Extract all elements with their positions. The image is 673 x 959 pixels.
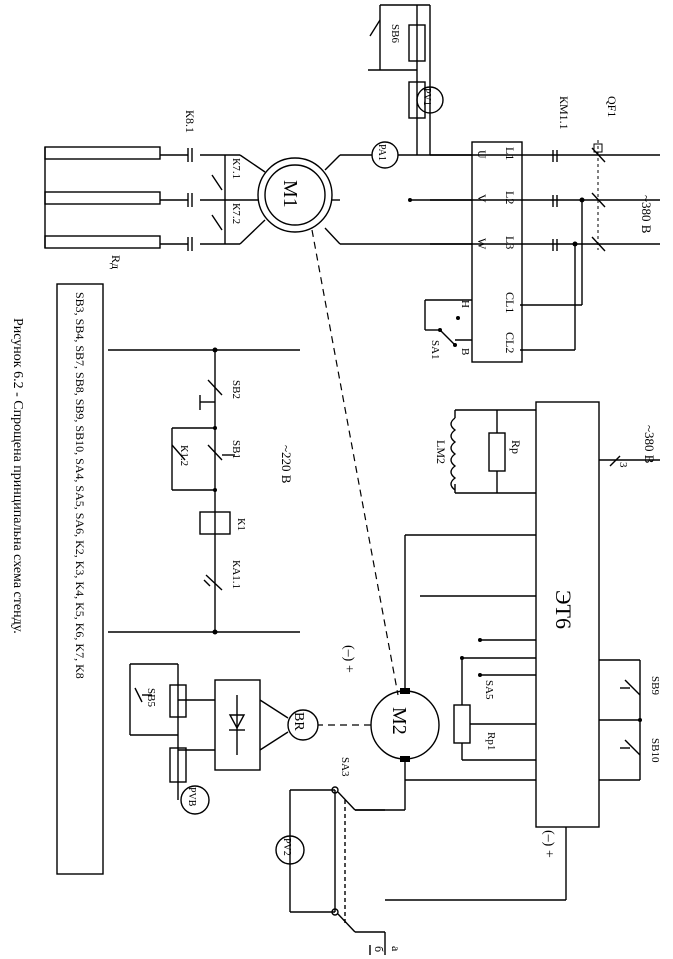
rd-resistor-1	[44, 146, 161, 160]
phase-count: 3	[617, 462, 629, 468]
ka11-label: КА1.1	[230, 560, 242, 589]
out-b-label: б	[372, 946, 386, 952]
term-w: W	[475, 238, 489, 250]
sa1-label: SA1	[429, 340, 441, 360]
pa1-label: PA1	[376, 144, 387, 161]
converter-block	[471, 141, 523, 363]
tachogen-label: BR	[291, 712, 306, 731]
figure-caption: Рисунок 6.2 - Спрощена принципальна схем…	[10, 318, 25, 634]
k12-label: К1.2	[178, 445, 190, 466]
supply-aux-label: ~220 В	[279, 445, 294, 484]
k71-label: К7.1	[230, 158, 242, 179]
term-u: U	[475, 150, 489, 159]
k1-label: К1	[235, 518, 247, 531]
rp1-resistor	[453, 704, 471, 744]
motor-m1	[257, 157, 333, 233]
relay-k1	[199, 511, 231, 535]
term-l2: L2	[503, 191, 517, 204]
term-h: Н	[459, 300, 471, 308]
et6-label: ЭТ6	[551, 590, 576, 629]
term-l1: L1	[503, 147, 517, 160]
tachogen-br	[287, 709, 319, 741]
km11-label: КМ1.1	[557, 96, 571, 130]
sb1-label: SB1	[230, 440, 242, 459]
out-a-label: а	[389, 946, 403, 952]
km11-contactor	[552, 150, 558, 251]
sb6-label: SB6	[389, 24, 401, 43]
motor-m1-label: М1	[279, 180, 301, 208]
sb10-label: SB10	[649, 738, 661, 763]
term-cl2: CL2	[503, 332, 517, 353]
term-l3: L3	[503, 236, 517, 249]
k72-label: К7.2	[230, 203, 242, 224]
rp1-label: Rp1	[485, 732, 497, 750]
qf1-breaker	[591, 140, 606, 252]
rp-resistor	[488, 432, 506, 472]
k81-label: К8.1	[183, 110, 197, 133]
sa3-label: SA3	[339, 757, 351, 777]
sb2-label: SB2	[230, 380, 242, 399]
qf1-label: QF1	[605, 96, 619, 117]
rd-resistor-3	[44, 235, 161, 249]
rd-label: Rд	[109, 255, 123, 269]
pv1-label: PV1	[421, 88, 432, 106]
lm2-label: LM2	[434, 440, 448, 464]
sa5-label: SA5	[483, 680, 495, 700]
term-v: V	[475, 194, 489, 203]
sb5-label: SB5	[145, 688, 157, 707]
lm2-coil	[450, 417, 457, 491]
polarity-top: (–) +	[341, 645, 356, 673]
et6-block	[535, 401, 600, 828]
pv2-label: PV2	[281, 838, 292, 856]
rd-resistor-2	[44, 191, 161, 205]
rectifier-bridge	[214, 679, 261, 771]
term-cl1: CL1	[503, 292, 517, 313]
legend-box	[56, 283, 104, 875]
supply-et6-label: ~380 В	[642, 425, 657, 464]
rp-label: Rp	[509, 440, 523, 454]
term-b: В	[459, 348, 471, 355]
voltmeter-pv2	[275, 835, 305, 865]
supply-main-label: ~380 В	[639, 195, 654, 234]
motor-m2-label: М2	[388, 707, 410, 735]
pvb-label: PVB	[186, 787, 197, 807]
polarity-bottom: (–) +	[541, 830, 556, 858]
sb9-label: SB9	[649, 676, 661, 695]
legend-text: SB3, SB4, SB7, SB8, SB9, SB10, SA4, SA5,…	[73, 292, 87, 679]
voltmeter-pvb	[180, 785, 210, 815]
